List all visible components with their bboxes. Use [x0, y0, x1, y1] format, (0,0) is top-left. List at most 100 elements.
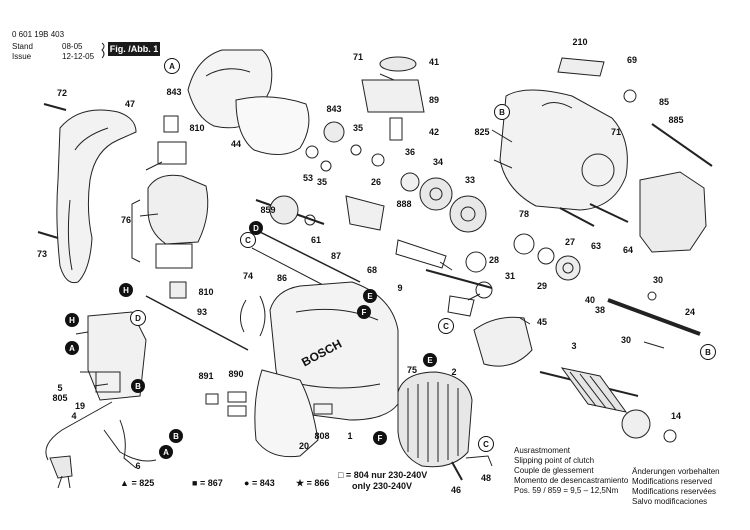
part-label: 4: [71, 411, 77, 421]
reference-marker: H: [65, 313, 79, 327]
reference-marker: A: [159, 445, 173, 459]
part-label: 46: [450, 485, 462, 495]
part-label: 24: [684, 307, 696, 317]
part-label: 63: [590, 241, 602, 251]
issue-label: Issue: [12, 52, 32, 61]
part-label: 3: [571, 341, 577, 351]
legend-item: ● = 843: [244, 478, 275, 488]
part-label: 34: [432, 157, 444, 167]
part-label: 33: [464, 175, 476, 185]
reference-marker: C: [240, 232, 256, 248]
legend-item: ▲ = 825: [120, 478, 155, 488]
part-label: 859: [260, 205, 276, 215]
part-label: 44: [230, 139, 242, 149]
part-label: 29: [536, 281, 548, 291]
part-label: 19: [74, 401, 86, 411]
reference-marker: D: [249, 221, 263, 235]
voltage-note-line1: □ = 804 nur 230-240V: [338, 470, 428, 480]
handle-part: [56, 109, 137, 284]
reference-marker: B: [131, 379, 145, 393]
reference-marker: F: [357, 305, 371, 319]
rights-notice: Änderungen vorbehalten Modifications res…: [632, 467, 720, 506]
part-label: 73: [36, 249, 48, 259]
part-label: 85: [658, 97, 670, 107]
slip-clutch-note: Ausrastmoment Slipping point of clutch C…: [514, 446, 629, 495]
part-label: 843: [166, 87, 182, 97]
part-label: 891: [198, 371, 214, 381]
part-label: 810: [198, 287, 214, 297]
part-label: 93: [196, 307, 208, 317]
part-label: 72: [56, 88, 68, 98]
reference-marker: A: [65, 341, 79, 355]
part-label: 89: [428, 95, 440, 105]
figure-tag: Fig. /Abb. 1: [108, 42, 160, 56]
legend-item: ★ = 866: [296, 478, 330, 488]
reference-marker: H: [119, 283, 133, 297]
reference-marker: C: [478, 436, 494, 452]
part-label: 27: [564, 237, 576, 247]
part-label: 36: [404, 147, 416, 157]
part-label: 78: [518, 209, 530, 219]
part-label: 30: [652, 275, 664, 285]
part-label: 9: [397, 283, 403, 293]
legend-item: ■ = 867: [192, 478, 223, 488]
part-number: 0 601 19B 403: [12, 30, 65, 39]
reference-marker: B: [169, 429, 183, 443]
reference-marker: B: [700, 344, 716, 360]
reference-marker: B: [494, 104, 510, 120]
reference-marker: F: [373, 431, 387, 445]
part-label: 68: [366, 265, 378, 275]
part-label: 810: [189, 123, 205, 133]
reference-marker: E: [363, 289, 377, 303]
part-label: 14: [670, 411, 682, 421]
part-label: 38: [594, 305, 606, 315]
part-label: 86: [276, 273, 288, 283]
part-label: 805: [52, 393, 68, 403]
part-label: 76: [120, 215, 132, 225]
part-label: 26: [370, 177, 382, 187]
voltage-note-line2: only 230-240V: [352, 481, 413, 491]
part-label: 75: [406, 365, 418, 375]
power-cord: [45, 401, 113, 461]
part-label: 69: [626, 55, 638, 65]
switch-assembly-part: [147, 174, 209, 245]
part-label: 74: [242, 271, 254, 281]
part-label: 45: [536, 317, 548, 327]
part-label: 885: [668, 115, 684, 125]
part-label: 35: [316, 177, 328, 187]
part-label: 53: [302, 173, 314, 183]
gear-case-part: [499, 89, 628, 211]
part-label: 31: [504, 271, 516, 281]
part-label: 28: [488, 255, 500, 265]
part-label: 843: [326, 104, 342, 114]
part-label: 71: [610, 127, 622, 137]
part-label: 825: [474, 127, 490, 137]
part-label: 87: [330, 251, 342, 261]
part-label: 48: [480, 473, 492, 483]
part-label: 210: [572, 37, 588, 47]
field-coil-part: [397, 371, 473, 468]
part-label: 40: [584, 295, 596, 305]
part-label: 71: [352, 52, 364, 62]
part-label: 888: [396, 199, 412, 209]
stand-value: 08-05: [62, 42, 83, 51]
part-label: 808: [314, 431, 330, 441]
part-label: 20: [298, 441, 310, 451]
part-label: 5: [57, 383, 63, 393]
issue-value: 12-12-05: [62, 52, 95, 61]
reference-marker: E: [423, 353, 437, 367]
part-label: 42: [428, 127, 440, 137]
part-label: 2: [451, 367, 457, 377]
part-label: 41: [428, 57, 440, 67]
part-label: 6: [135, 461, 141, 471]
stand-label: Stand: [12, 42, 33, 51]
part-label: 64: [622, 245, 634, 255]
part-label: 890: [228, 369, 244, 379]
part-label: 1: [347, 431, 353, 441]
part-label: 35: [352, 123, 364, 133]
reference-marker: C: [438, 318, 454, 334]
part-label: 47: [124, 99, 136, 109]
part-label: 61: [310, 235, 322, 245]
